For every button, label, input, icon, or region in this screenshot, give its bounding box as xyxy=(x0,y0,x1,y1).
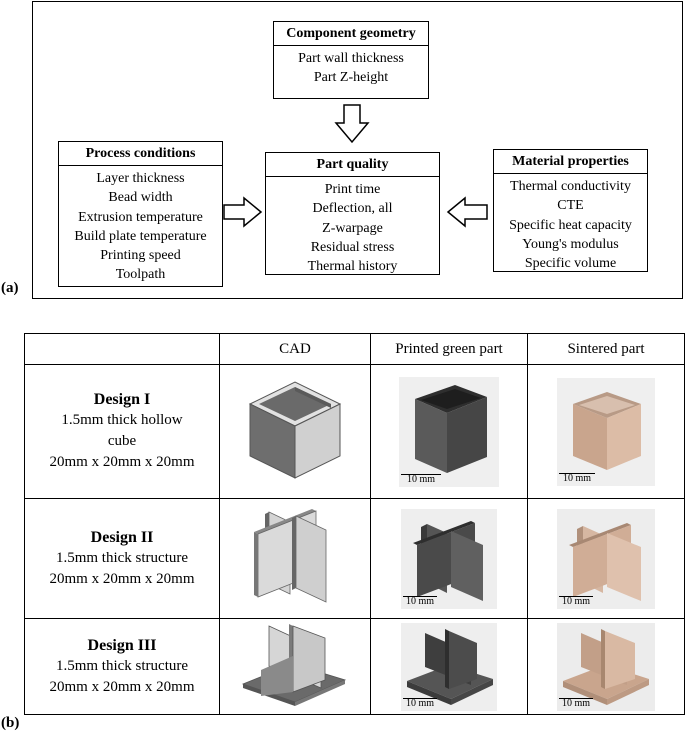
design-description-cell: Design II 1.5mm thick structure 20mm x 2… xyxy=(24,498,220,619)
cad-cell xyxy=(219,618,371,715)
design-line: 1.5mm thick hollow xyxy=(61,412,183,428)
green-part-photo: 10 mm xyxy=(401,508,497,609)
process-conditions-item: Bead width xyxy=(108,190,173,206)
design-line: 20mm x 20mm x 20mm xyxy=(49,454,195,470)
cad-hollow-cube-image xyxy=(248,381,342,479)
material-properties-item: CTE xyxy=(557,198,584,214)
sintered-part-photo: 10 mm xyxy=(557,622,655,711)
scale-bar-label: 10 mm xyxy=(562,472,592,484)
process-conditions-item: Printing speed xyxy=(100,248,181,264)
green-part-photo: 10 mm xyxy=(401,622,497,711)
design-line: cube xyxy=(107,433,137,449)
sintered-part-photo: 10 mm xyxy=(557,377,655,486)
sintered-part-cell: 10 mm xyxy=(527,498,685,619)
process-conditions-item: Layer thickness xyxy=(96,171,185,186)
material-properties-box: Material properties Thermal conductivity… xyxy=(493,149,648,272)
header-empty xyxy=(24,333,220,365)
scale-bar-label: 10 mm xyxy=(405,697,435,709)
panel-a-label: (a) xyxy=(1,280,19,296)
sintered-part-cell: 10 mm xyxy=(527,618,685,715)
header-cad: CAD xyxy=(219,333,371,365)
cad-cell xyxy=(219,364,371,499)
cad-cell xyxy=(219,498,371,619)
design-title: Design II xyxy=(90,528,154,546)
header-sintered-part: Sintered part xyxy=(527,333,685,365)
design-title: Design I xyxy=(93,391,151,408)
scale-bar-label: 10 mm xyxy=(405,595,435,607)
arrow-left-icon xyxy=(446,196,488,228)
green-part-cell: 10 mm xyxy=(370,364,528,499)
part-quality-item: Deflection, all xyxy=(312,201,393,217)
process-conditions-box: Process conditions Layer thickness Bead … xyxy=(58,141,223,287)
process-conditions-item: Extrusion temperature xyxy=(78,209,203,225)
green-part-cell: 10 mm xyxy=(370,498,528,619)
design-line: 20mm x 20mm x 20mm xyxy=(49,678,195,695)
designs-table: CAD Printed green part Sintered part Des… xyxy=(24,333,685,715)
green-part-photo: 10 mm xyxy=(399,376,499,487)
design-line: 1.5mm thick structure xyxy=(55,657,189,674)
material-properties-item: Specific volume xyxy=(524,256,617,272)
part-quality-box: Part quality Print time Deflection, all … xyxy=(265,152,440,275)
cad-cross-plate-structure-image xyxy=(241,624,347,706)
arrow-down-icon xyxy=(334,104,370,144)
material-properties-item: Young's modulus xyxy=(522,236,619,252)
design-description-cell: Design I 1.5mm thick hollow cube 20mm x … xyxy=(24,364,220,499)
green-part-cell: 10 mm xyxy=(370,618,528,715)
process-conditions-item: Toolpath xyxy=(115,267,166,283)
material-properties-item: Thermal conductivity xyxy=(510,179,631,194)
design-title: Design III xyxy=(87,636,157,654)
arrow-right-icon xyxy=(223,196,263,228)
process-conditions-item: Build plate temperature xyxy=(74,228,207,244)
design-line: 1.5mm thick structure xyxy=(55,549,189,566)
material-properties-title: Material properties xyxy=(494,150,647,174)
component-geometry-item: Part wall thickness xyxy=(298,51,404,66)
component-geometry-box: Component geometry Part wall thickness P… xyxy=(273,21,429,99)
header-green-part: Printed green part xyxy=(370,333,528,365)
part-quality-item: Thermal history xyxy=(307,259,398,275)
process-conditions-title: Process conditions xyxy=(59,142,222,166)
material-properties-item: Specific heat capacity xyxy=(509,217,632,233)
part-quality-item: Residual stress xyxy=(310,239,395,255)
scale-bar-label: 10 mm xyxy=(406,473,436,485)
part-quality-title: Part quality xyxy=(266,153,439,177)
sintered-part-cell: 10 mm xyxy=(527,364,685,499)
cad-cross-wall-structure-image xyxy=(254,509,327,603)
design-description-cell: Design III 1.5mm thick structure 20mm x … xyxy=(24,618,220,715)
influence-diagram-panel: Component geometry Part wall thickness P… xyxy=(32,1,683,299)
sintered-part-photo: 10 mm xyxy=(557,508,655,609)
component-geometry-title: Component geometry xyxy=(274,22,428,46)
scale-bar-label: 10 mm xyxy=(561,697,591,709)
part-quality-item: Print time xyxy=(324,182,381,197)
scale-bar-label: 10 mm xyxy=(561,595,591,607)
panel-b-label: (b) xyxy=(1,715,20,731)
design-line: 20mm x 20mm x 20mm xyxy=(49,570,195,587)
part-quality-item: Z-warpage xyxy=(322,220,383,236)
component-geometry-item: Part Z-height xyxy=(313,70,389,86)
